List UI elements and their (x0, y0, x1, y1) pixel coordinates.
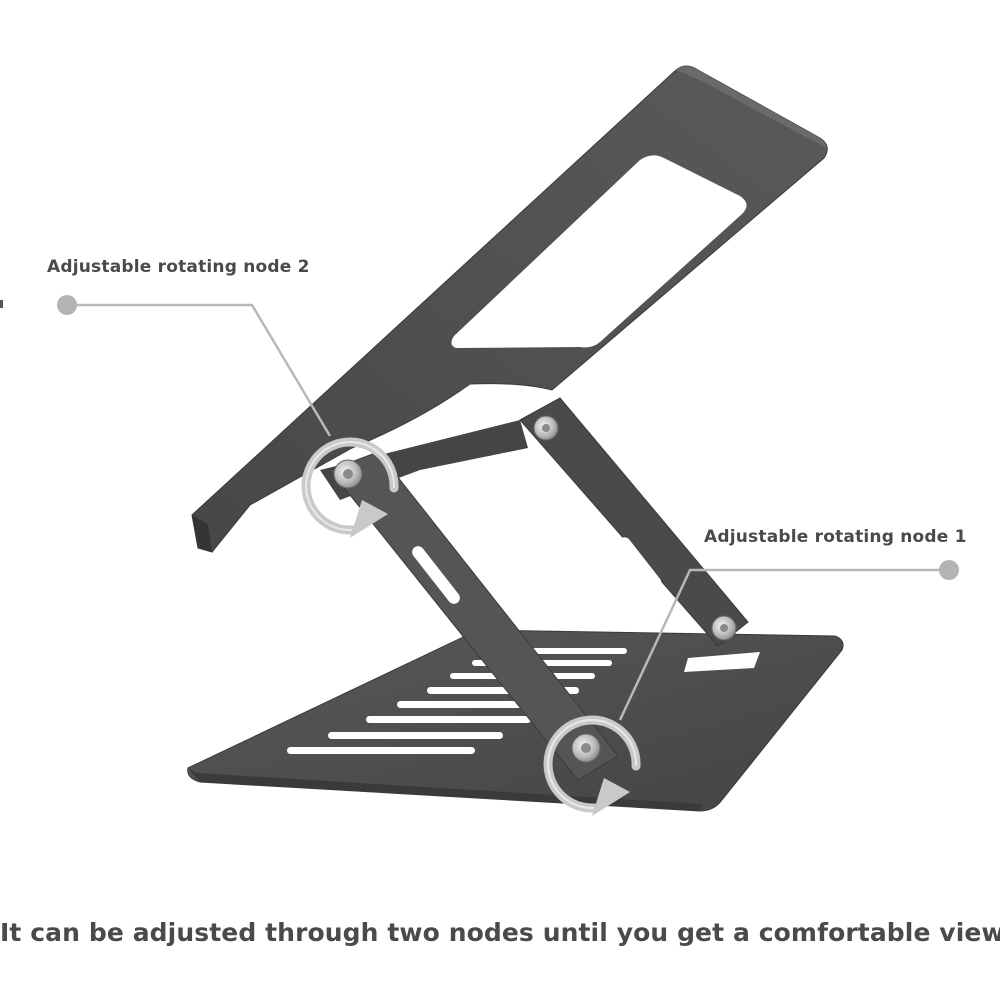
dot-icon (57, 295, 77, 315)
callout-label-node-1: Adjustable rotating node 1 (704, 527, 967, 547)
dot-icon (939, 560, 959, 580)
rotating-node-1 (543, 715, 641, 816)
rotating-node-2 (301, 437, 399, 538)
callout-label-node-2: Adjustable rotating node 2 (47, 257, 310, 277)
rear-support-arm (519, 397, 749, 647)
caption: It can be adjusted through two nodes unt… (0, 918, 1000, 947)
callout-node-2 (57, 295, 332, 437)
front-support-arm (329, 451, 619, 781)
callout-node-1 (618, 560, 959, 721)
rotate-arrow-icon (350, 500, 388, 538)
hinge-bolt-upper-right (533, 415, 559, 441)
edge-mark (0, 300, 3, 308)
top-tray (191, 65, 828, 553)
hinge-bolt-lower-right (711, 615, 737, 641)
rotate-arrow-icon (592, 778, 630, 816)
